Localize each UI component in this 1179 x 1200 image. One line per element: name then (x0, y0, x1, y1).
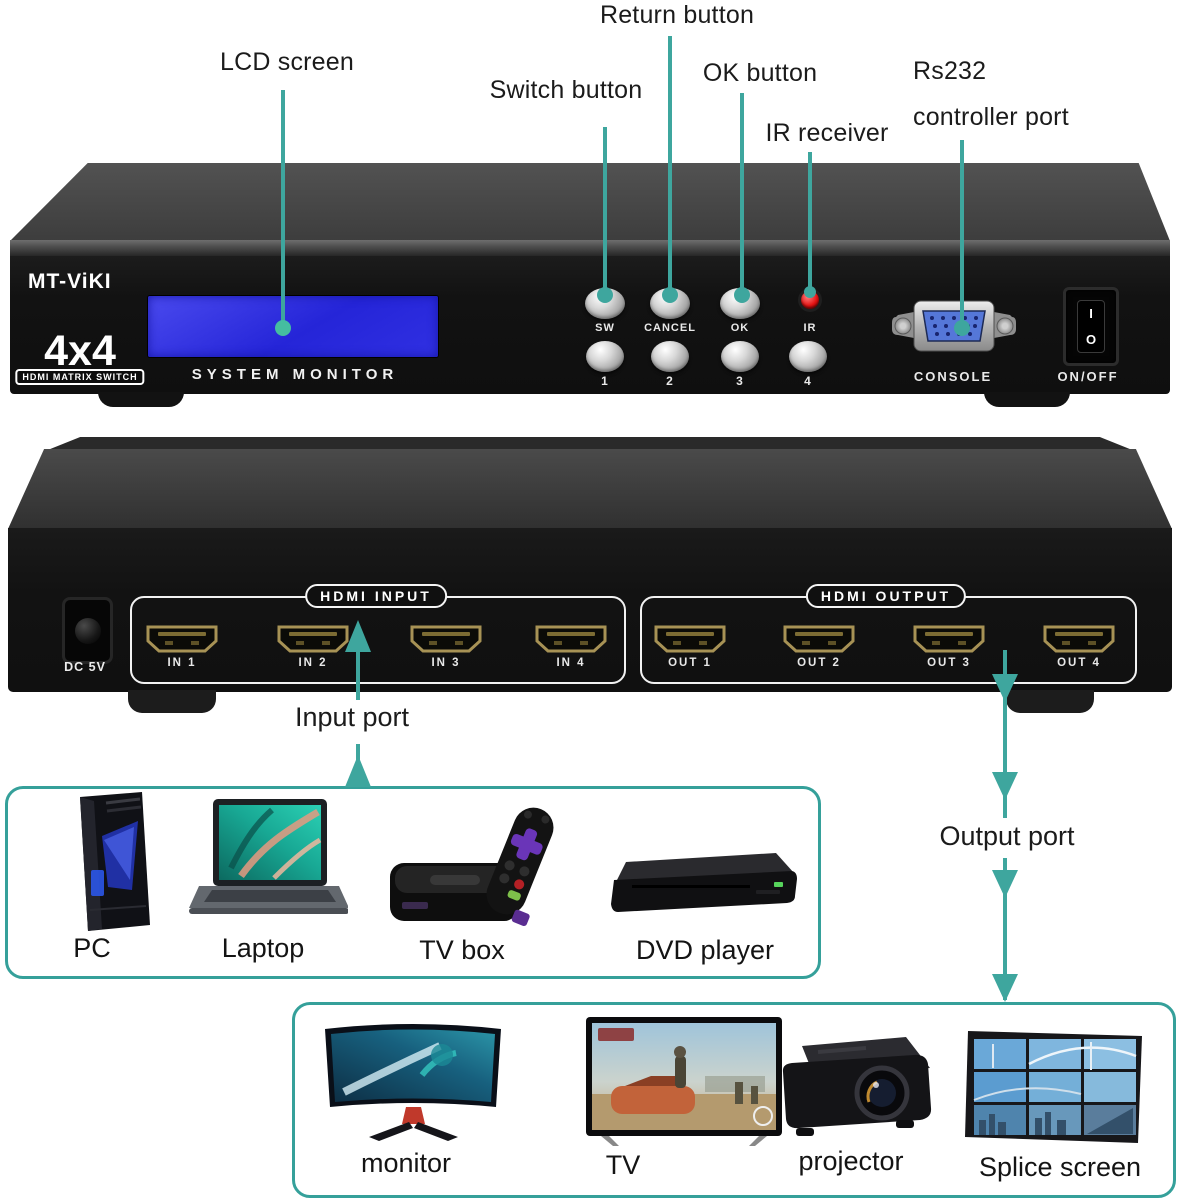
in3-label: IN 3 (431, 657, 461, 669)
dc-power-jack (62, 597, 113, 664)
cancel-button (650, 288, 690, 319)
system-monitor-caption: SYSTEM MONITOR (191, 366, 399, 383)
ir-receiver-led (801, 291, 819, 309)
callout-ok-button: OK button (702, 59, 818, 87)
power-on-glyph: I (1089, 306, 1093, 322)
display-device-name: TV (605, 1150, 641, 1180)
power-switch: I O (1063, 287, 1119, 366)
out1-label: OUT 1 (668, 657, 712, 669)
back-face (8, 528, 1172, 692)
out3-label: OUT 3 (927, 657, 971, 669)
model-sub-badge: HDMI MATRIX SWITCH (15, 369, 145, 385)
console-label: CONSOLE (913, 369, 993, 384)
source-device-name: PC (73, 933, 111, 963)
hdmi-port-out2 (783, 625, 855, 653)
dc-label: DC 5V (64, 660, 106, 674)
hdmi-input-group-label: HDMI INPUT (305, 584, 447, 608)
hdmi-port-out3 (913, 625, 985, 653)
output-port-label: Output port (933, 821, 1081, 852)
front-top-surface (10, 163, 1170, 241)
sw-button (585, 288, 625, 319)
power-label: ON/OFF (1057, 369, 1119, 384)
in1-label: IN 1 (167, 657, 197, 669)
power-off-glyph: O (1085, 331, 1097, 347)
in4-label: IN 4 (556, 657, 586, 669)
back-lid-edge (45, 437, 1135, 451)
callout-return-button: Return button (599, 1, 755, 29)
splice-screen-image (965, 1031, 1142, 1143)
tv-box-image (390, 807, 554, 927)
dc-jack-hole (74, 617, 101, 644)
button-2-label: 2 (666, 374, 674, 388)
source-device-name: Laptop (221, 933, 305, 963)
button-3-label: 3 (736, 374, 744, 388)
hdmi-port-in3 (410, 625, 482, 653)
brand-logo: MT-ViKI (28, 270, 112, 293)
display-device-name: monitor (360, 1148, 452, 1178)
hdmi-output-group-label: HDMI OUTPUT (805, 584, 967, 608)
button-1 (586, 341, 624, 372)
out4-label: OUT 4 (1057, 657, 1101, 669)
cancel-label: CANCEL (644, 322, 696, 334)
front-foot-right (984, 392, 1070, 407)
monitor-image (325, 1024, 501, 1141)
back-foot-right (1006, 690, 1094, 713)
hdmi-port-in4 (535, 625, 607, 653)
power-rocker: I O (1077, 300, 1105, 353)
laptop-image (189, 799, 348, 914)
display-device-name: Splice screen (978, 1152, 1142, 1182)
button-4-label: 4 (804, 374, 812, 388)
hdmi-port-out4 (1043, 625, 1115, 653)
vga-console-port (892, 300, 1016, 352)
dvd-player-image (611, 853, 797, 912)
out2-label: OUT 2 (797, 657, 841, 669)
callout-ir-receiver: IR receiver (765, 119, 889, 147)
tv-image (586, 1017, 782, 1146)
hdmi-port-in1 (146, 625, 218, 653)
callout-rs232-line1: Rs232 (913, 57, 987, 85)
button-3 (721, 341, 759, 372)
button-4 (789, 341, 827, 372)
front-foot-left (98, 392, 184, 407)
projector-image (782, 1037, 932, 1136)
model-4x4: 4x4 (44, 327, 116, 375)
sw-label: SW (595, 322, 615, 334)
callout-rs232-line2: controller port (913, 103, 1069, 131)
ok-button (720, 288, 760, 319)
callout-switch-button: Switch button (489, 76, 643, 104)
hdmi-port-in2 (277, 625, 349, 653)
input-port-label: Input port (288, 702, 416, 733)
ir-label: IR (803, 322, 817, 334)
hdmi-port-out1 (654, 625, 726, 653)
display-device-name: projector (798, 1146, 904, 1176)
back-foot-left (128, 690, 216, 713)
callout-lcd-screen: LCD screen (220, 48, 354, 76)
source-device-name: DVD player (635, 935, 775, 965)
button-1-label: 1 (601, 374, 609, 388)
in2-label: IN 2 (298, 657, 328, 669)
button-2 (651, 341, 689, 372)
source-device-name: TV box (419, 935, 505, 965)
front-bevel-edge (10, 240, 1170, 257)
ok-label: OK (730, 322, 750, 334)
back-top-surface (8, 449, 1172, 529)
lcd-screen (148, 296, 438, 357)
pc-image (80, 792, 150, 931)
